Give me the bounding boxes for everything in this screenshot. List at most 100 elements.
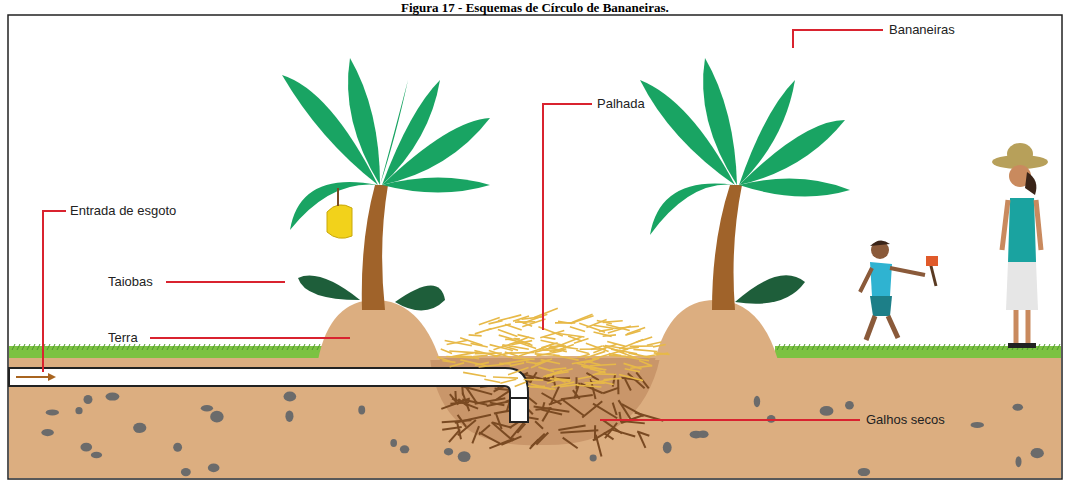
texture-stroke — [471, 343, 488, 347]
texture-stroke — [493, 377, 518, 378]
texture-stroke — [197, 344, 200, 350]
texture-stroke — [534, 308, 558, 317]
part-label: Taiobas — [108, 274, 153, 290]
stone — [173, 443, 182, 452]
stone — [181, 468, 191, 476]
texture-stroke — [625, 331, 640, 335]
stone — [820, 406, 834, 416]
texture-stroke — [72, 344, 75, 350]
texture-stroke — [593, 348, 605, 353]
stone — [400, 445, 409, 453]
stone — [285, 410, 293, 421]
texture-stroke — [292, 344, 295, 350]
texture-stroke — [473, 355, 487, 356]
texture-stroke — [87, 344, 90, 350]
texture-stroke — [543, 337, 555, 339]
texture-stroke — [573, 390, 580, 399]
texture-stroke — [502, 345, 528, 349]
texture-stroke — [442, 361, 455, 363]
texture-stroke — [450, 363, 464, 367]
texture-stroke — [262, 344, 265, 350]
texture-stroke — [531, 384, 551, 389]
texture-stroke — [535, 354, 560, 356]
texture-stroke — [606, 325, 630, 331]
stone — [858, 468, 870, 476]
texture-stroke — [584, 382, 604, 384]
stone — [444, 448, 453, 455]
texture-stroke — [577, 363, 603, 369]
stone — [46, 409, 59, 415]
texture-stroke — [624, 347, 639, 349]
texture-stroke — [484, 379, 500, 382]
texture-stroke — [603, 335, 616, 336]
part-label: Terra — [108, 330, 138, 346]
texture-stroke — [907, 344, 910, 350]
texture-stroke — [512, 358, 534, 359]
stone — [358, 405, 365, 414]
texture-stroke — [1037, 344, 1040, 350]
texture-stroke — [511, 341, 532, 345]
texture-stroke — [625, 379, 631, 390]
texture-stroke — [644, 353, 668, 357]
texture-stroke — [17, 344, 20, 350]
texture-stroke — [492, 422, 514, 440]
stone — [698, 431, 709, 438]
texture-stroke — [515, 321, 535, 323]
stone — [458, 451, 471, 462]
texture-stroke — [515, 382, 526, 387]
texture-stroke — [212, 344, 215, 350]
taioba-leaves — [298, 275, 805, 310]
texture-stroke — [572, 314, 593, 322]
texture-stroke — [479, 432, 500, 443]
texture-stroke — [297, 344, 300, 350]
texture-stroke — [505, 324, 522, 330]
stone — [80, 443, 92, 452]
texture-stroke — [547, 379, 559, 383]
part-label: Entrada de esgoto — [70, 203, 176, 219]
texture-stroke — [560, 430, 598, 432]
texture-stroke — [1042, 344, 1045, 350]
texture-stroke — [47, 344, 50, 350]
texture-stroke — [458, 399, 467, 406]
texture-stroke — [625, 369, 640, 372]
texture-stroke — [217, 344, 220, 350]
texture-stroke — [460, 360, 486, 366]
texture-stroke — [947, 344, 950, 350]
texture-stroke — [445, 341, 472, 346]
texture-stroke — [882, 344, 885, 350]
texture-stroke — [997, 344, 1000, 350]
texture-stroke — [479, 425, 490, 434]
sewage-pipe — [9, 368, 528, 420]
texture-stroke — [558, 426, 585, 430]
stone — [1012, 404, 1023, 411]
texture-stroke — [807, 344, 810, 350]
texture-stroke — [577, 354, 589, 357]
texture-stroke — [510, 363, 524, 366]
texture-stroke — [792, 344, 795, 350]
texture-stroke — [613, 403, 617, 415]
texture-stroke — [812, 344, 815, 350]
texture-stroke — [12, 344, 15, 350]
texture-stroke — [563, 438, 578, 449]
stone — [201, 405, 213, 411]
texture-stroke — [639, 361, 652, 366]
frame — [8, 15, 1062, 479]
texture-stroke — [837, 344, 840, 350]
texture-stroke — [475, 398, 506, 404]
texture-stroke — [192, 344, 195, 350]
stone — [83, 395, 92, 404]
texture-stroke — [574, 338, 589, 343]
texture-stroke — [842, 344, 845, 350]
texture-stroke — [932, 344, 935, 350]
texture-stroke — [232, 344, 235, 350]
texture-stroke — [187, 344, 190, 350]
texture-stroke — [550, 368, 566, 370]
texture-stroke — [619, 375, 643, 381]
texture-stroke — [563, 347, 578, 349]
texture-stroke — [962, 344, 965, 350]
texture-stroke — [942, 344, 945, 350]
texture-stroke — [542, 402, 544, 411]
texture-stroke — [584, 358, 600, 363]
stone — [41, 429, 54, 436]
